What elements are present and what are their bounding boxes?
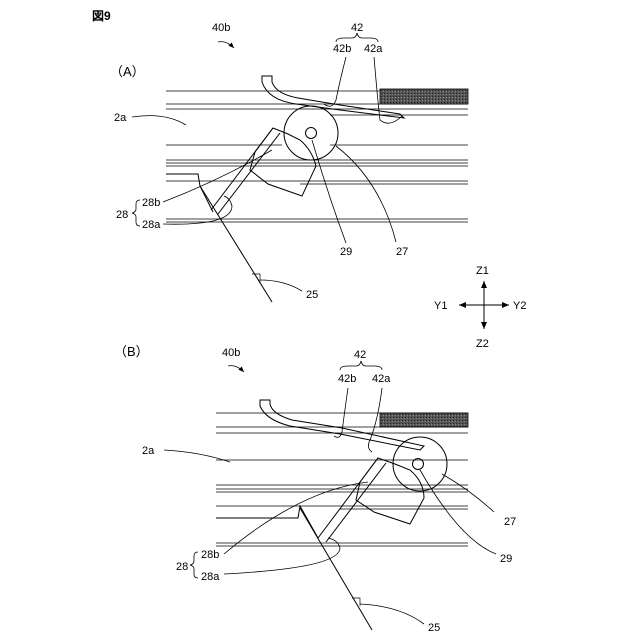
panel-b-ref-42: 42 [354,349,366,361]
panel-b-ref-2a: 2a [142,445,155,457]
panel-a-label: （A） [110,64,145,79]
panel-b-stippled-block [380,413,468,427]
panel-b-ref-40b: 40b [222,347,240,359]
panel-a-stippled-block [380,89,468,104]
panel-a-brace-42 [336,33,378,42]
panel-b-ref-28: 28 [176,561,188,573]
panel-b-ref-28a: 28a [201,571,220,583]
axis-z1-label: Z1 [476,265,489,277]
panel-a: （A） [110,22,468,302]
panel-b-brace-42 [340,361,382,370]
panel-a-ref-28: 28 [116,209,128,221]
axis-indicator: Z1 Z2 Y1 Y2 [434,265,526,350]
panel-a-disk-27 [284,106,338,160]
axis-y1-label: Y1 [434,300,447,312]
panel-a-lever-28a [166,174,213,212]
panel-a-ref-2a: 2a [114,112,127,124]
panel-a-ref-28b: 28b [142,197,160,209]
panel-b-ref-28b: 28b [201,549,219,561]
panel-b-ref-27: 27 [504,516,516,528]
panel-b-ref-25: 25 [428,622,440,634]
panel-a-ref-42b: 42b [333,43,351,55]
panel-a-link-25 [200,186,272,302]
panel-a-ref-42a: 42a [364,43,383,55]
panel-b-ref-29: 29 [500,553,512,565]
panel-a-lever-28b [250,128,316,196]
panel-b: （B） [114,344,516,634]
panel-b-lever-arm [318,458,378,538]
panel-a-pivot-29 [306,128,317,139]
panel-b-ref-42b: 42b [338,373,356,385]
panel-a-ref-28a: 28a [142,219,161,231]
panel-a-ref-40b: 40b [212,22,230,34]
panel-a-ref-25: 25 [306,289,318,301]
panel-a-brace-28 [132,200,140,226]
axis-z2-label: Z2 [476,338,489,350]
panel-a-ref-29: 29 [340,246,352,258]
panel-b-ref-42a: 42a [372,373,391,385]
panel-a-ref-27: 27 [396,246,408,258]
panel-b-label: （B） [114,344,149,359]
panel-b-brace-28 [190,552,198,578]
figure-title: 図9 [92,9,111,23]
panel-a-ref-42: 42 [351,22,363,34]
axis-y2-label: Y2 [513,300,526,312]
panel-b-link-25 [300,508,372,630]
panel-a-lever-arm [211,128,273,210]
